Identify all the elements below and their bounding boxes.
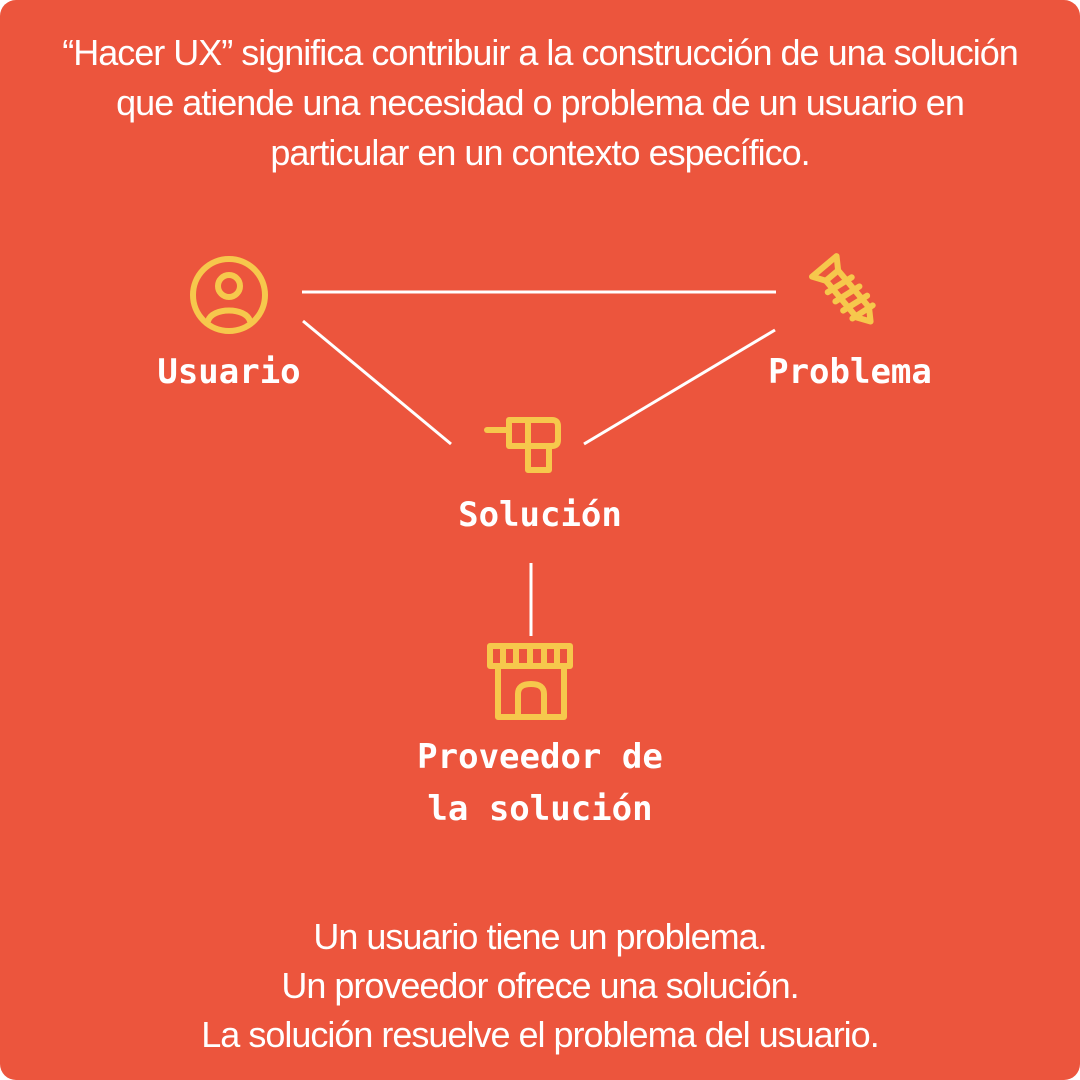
outro-line: La solución resuelve el problema del usu… — [201, 1014, 879, 1055]
node-label-proveedor-line-1: Proveedor de — [417, 737, 663, 777]
node-label-proveedor: Proveedor de la solución — [340, 731, 740, 835]
node-label-proveedor-line-2: la solución — [427, 789, 653, 829]
storefront-icon — [487, 643, 573, 720]
screw-icon — [809, 253, 876, 325]
node-label-problema: Problema — [768, 352, 932, 392]
node-label-solucion: Solución — [458, 495, 622, 535]
outro-line: Un proveedor ofrece una solución. — [281, 965, 799, 1006]
drill-icon — [484, 417, 561, 473]
outro-line: Un usuario tiene un problema. — [313, 916, 767, 957]
intro-text: “Hacer UX” significa contribuir a la con… — [62, 32, 1018, 173]
connector-usuario-solucion — [302, 319, 452, 446]
node-label-usuario: Usuario — [157, 352, 301, 392]
connector-problema-solucion — [583, 328, 776, 446]
outro-text: Un usuario tiene un problema. Un proveed… — [60, 912, 1020, 1059]
user-circle-icon — [190, 256, 268, 334]
